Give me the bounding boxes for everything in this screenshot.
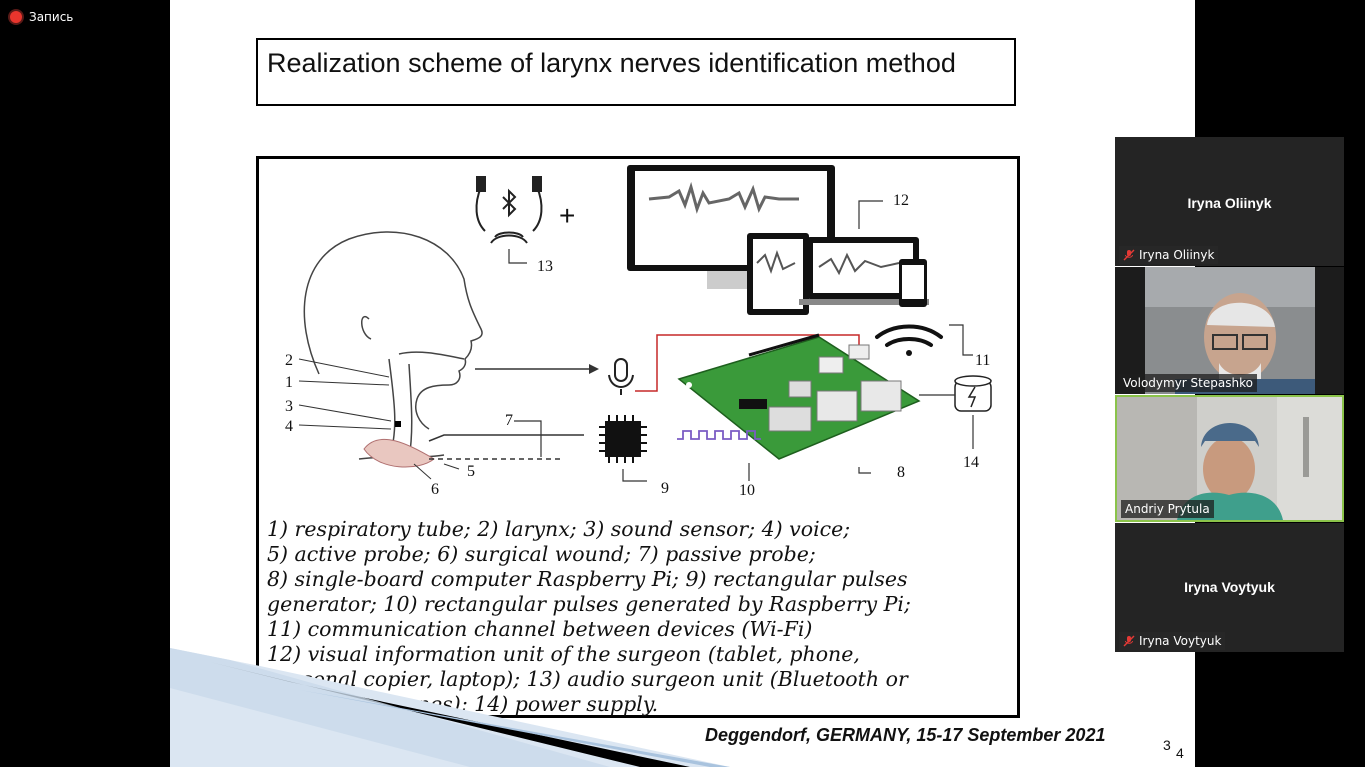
page-number: 3 <box>1163 737 1171 753</box>
record-icon <box>10 11 22 23</box>
legend-line: personal copier, laptop); 13) audio surg… <box>267 667 908 691</box>
label-10: 10 <box>739 482 755 499</box>
laryngeal-region <box>363 439 435 468</box>
head-profile-illustration <box>303 231 483 460</box>
participant-tile-iryna-voytyuk[interactable]: Iryna Voytyuk Iryna Voytyuk <box>1115 523 1344 652</box>
raspberry-pi-illustration <box>677 333 921 460</box>
participant-name: Iryna Oliinyk <box>1187 195 1272 211</box>
participant-name-tag: Volodymyr Stepashko <box>1119 374 1257 392</box>
page-number-overlay: 4 <box>1176 745 1184 761</box>
label-4: 4 <box>285 418 293 435</box>
label-2: 2 <box>285 352 293 369</box>
label-11: 11 <box>975 352 990 369</box>
display-devices-illustration <box>627 165 929 315</box>
legend-line: 12) visual information unit of the surge… <box>267 642 860 666</box>
participant-name: Iryna Voytyuk <box>1184 579 1275 595</box>
participant-name-tag: Iryna Oliinyk <box>1119 246 1219 264</box>
participant-tag-label: Iryna Voytyuk <box>1139 634 1222 648</box>
legend-line: 8) single-board computer Raspberry Pi; 9… <box>267 567 908 591</box>
slide-title-box: Realization scheme of larynx nerves iden… <box>256 38 1016 106</box>
label-1: 1 <box>285 374 293 391</box>
mic-muted-icon <box>1123 249 1135 261</box>
plus-sign: + <box>559 200 575 231</box>
participant-video-feed <box>1115 267 1344 394</box>
participant-tile-iryna-oliinyk[interactable]: Iryna Oliinyk Iryna Oliinyk <box>1115 137 1344 266</box>
sound-sensor-mark <box>395 421 401 427</box>
participant-tag-label: Andriy Prytula <box>1125 502 1210 516</box>
participant-name-tag: Iryna Voytyuk <box>1119 632 1226 650</box>
shared-slide: Realization scheme of larynx nerves iden… <box>170 0 1195 767</box>
headphones-illustration <box>475 176 543 244</box>
label-8: 8 <box>897 464 905 481</box>
recording-indicator[interactable]: Запись <box>10 10 73 24</box>
rectangular-pulses-waveform <box>677 430 761 440</box>
legend-line: 5) active probe; 6) surgical wound; 7) p… <box>267 542 816 566</box>
legend-line: 1) respiratory tube; 2) larynx; 3) sound… <box>267 517 851 541</box>
recording-label: Запись <box>29 10 74 24</box>
slide-decoration-stripes <box>170 648 730 767</box>
microphone-icon <box>608 358 634 395</box>
power-supply-icon <box>954 375 992 412</box>
wifi-icon <box>875 324 943 356</box>
slide-title: Realization scheme of larynx nerves iden… <box>267 48 956 78</box>
label-5: 5 <box>467 463 475 480</box>
label-9: 9 <box>661 480 669 497</box>
label-3: 3 <box>285 398 293 415</box>
participant-tag-label: Iryna Oliinyk <box>1139 248 1215 262</box>
label-6: 6 <box>431 481 439 498</box>
label-12: 12 <box>893 192 909 209</box>
label-13: 13 <box>537 258 553 275</box>
slide-footer: Deggendorf, GERMANY, 15-17 September 202… <box>705 725 1106 745</box>
scheme-figure: 2 1 3 4 5 6 7 + 13 <box>256 156 1020 718</box>
scheme-legend: 1) respiratory tube; 2) larynx; 3) sound… <box>267 517 1011 717</box>
legend-line: generator; 10) rectangular pulses genera… <box>267 592 911 616</box>
mic-muted-icon <box>1123 635 1135 647</box>
scheme-diagram: 2 1 3 4 5 6 7 + 13 <box>285 165 992 499</box>
label-14: 14 <box>963 454 979 471</box>
label-7: 7 <box>505 412 513 429</box>
legend-line: 11) communication channel between device… <box>267 617 813 641</box>
pulse-generator-chip-icon <box>599 415 647 463</box>
participant-name-tag: Andriy Prytula <box>1121 500 1214 518</box>
participant-tile-andriy-prytula[interactable]: Andriy Prytula <box>1115 395 1344 522</box>
participant-video-feed <box>1117 397 1342 520</box>
participant-tile-volodymyr-stepashko[interactable]: Volodymyr Stepashko <box>1115 267 1344 394</box>
participant-tag-label: Volodymyr Stepashko <box>1123 376 1253 390</box>
